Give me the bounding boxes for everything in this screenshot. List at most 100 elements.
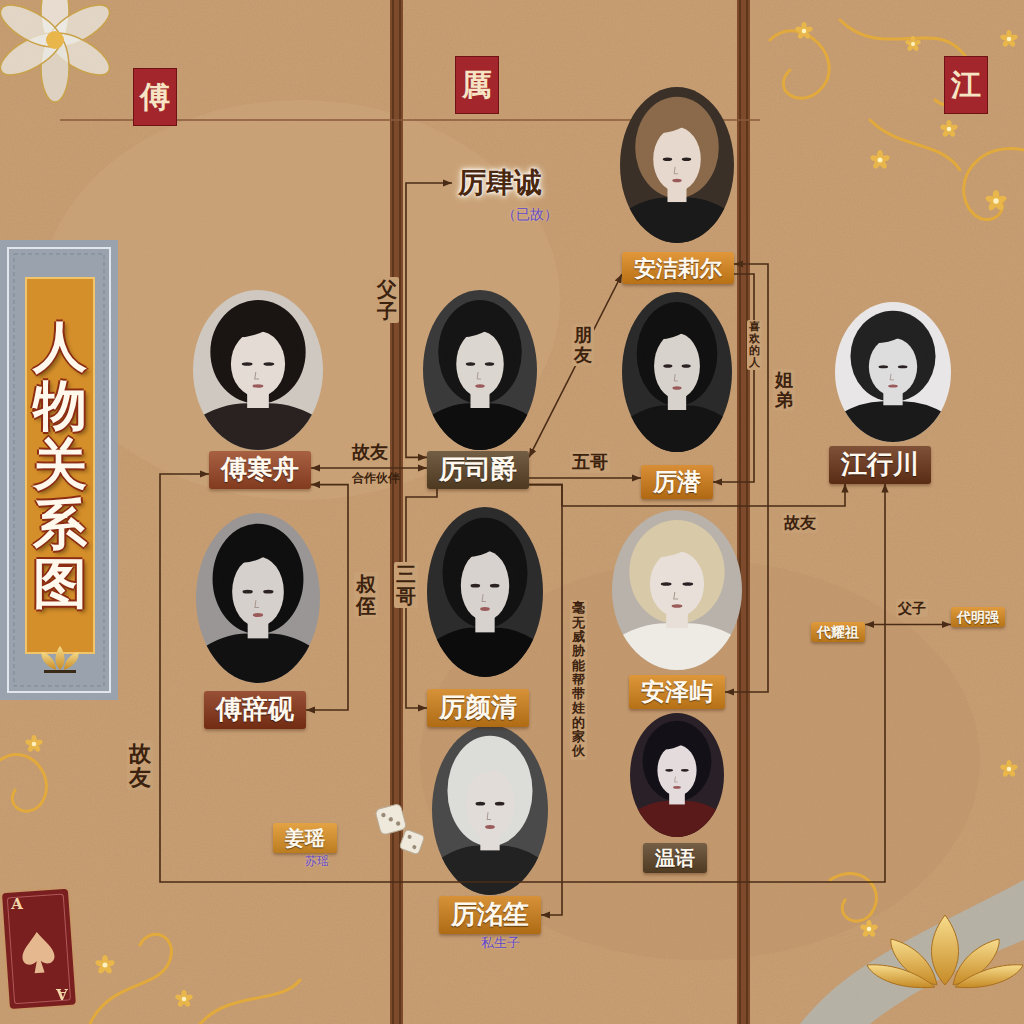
name-note: 私生子 (481, 935, 520, 951)
character-name: 江行川 (841, 449, 919, 480)
title-panel-part (42, 646, 79, 673)
dice (375, 803, 425, 854)
relation-line (306, 485, 348, 710)
relation-label: 叔侄 (354, 572, 378, 618)
relation-line (311, 467, 427, 469)
name-box: 安泽屿 (629, 675, 725, 710)
character-name: 傅寒舟 (221, 454, 299, 485)
name-box: 厉颜清 (427, 689, 529, 726)
relation-line (725, 264, 768, 692)
relation-line (529, 485, 562, 915)
name-box: 傅寒舟 (209, 451, 311, 488)
gold-lotus-part (955, 965, 1023, 988)
gold-lotus (867, 915, 1023, 988)
name-tag: 厉肆诚（已故） (452, 164, 548, 202)
portrait-part (432, 725, 548, 895)
relation-line (406, 183, 452, 457)
character-name: 厉颜清 (439, 692, 517, 723)
portrait-part (620, 87, 734, 243)
title-panel-part (26, 278, 94, 653)
column-divider-part (392, 0, 394, 1024)
gold-filigree-part (90, 934, 171, 1024)
gold-flowers-part (905, 36, 922, 52)
column-divider-part (399, 0, 401, 1024)
relation-label: 故友 (127, 740, 153, 790)
family-header: 江 (944, 56, 988, 114)
gold-flowers-part (985, 190, 1008, 212)
relation-label: 五哥 (570, 451, 610, 474)
title-panel-part-part (64, 652, 78, 670)
name-box: 温语 (643, 843, 707, 873)
dice-part (399, 829, 425, 855)
gold-flowers-part (1000, 30, 1019, 48)
gold-filigree (0, 20, 1024, 1024)
relation-label: 毫无威胁能帮带娃的家伙 (570, 600, 587, 759)
relation-line (865, 624, 951, 626)
title-panel-part-part (42, 652, 56, 670)
portrait-part (622, 292, 732, 452)
relation-label: 喜欢的人 (747, 320, 762, 370)
gold-flowers (25, 22, 1019, 1008)
name-box: 代明强 (951, 607, 1005, 628)
column-divider-part (737, 0, 750, 1024)
character-name: 厉洺笙 (451, 899, 529, 930)
gold-flowers-part (870, 150, 891, 170)
gold-filigree-part (870, 120, 960, 170)
character-name: 厉肆诚 (458, 166, 542, 200)
gold-filigree-part (200, 980, 300, 1024)
portrait-part (427, 507, 543, 677)
dice-part-part (381, 812, 386, 817)
relation-label: 朋友 (572, 324, 594, 366)
character-name: 江 (951, 67, 981, 103)
character-name: 傅 (140, 79, 170, 115)
lotus-flower (0, 0, 116, 102)
gold-flowers-part (860, 920, 879, 938)
gold-lotus-part (932, 915, 959, 985)
portrait (193, 87, 951, 895)
title-panel (0, 240, 118, 700)
gold-flowers-part (25, 735, 44, 753)
name-box: 江行川 (829, 446, 931, 483)
column-divider (60, 0, 760, 1024)
title-panel-part (14, 254, 104, 686)
relation-label: 父子 (896, 599, 928, 617)
character-name: 温语 (655, 846, 695, 870)
character-name: 厉司爵 (439, 454, 517, 485)
character-name: 代耀祖 (817, 624, 859, 641)
dice-part-part (388, 817, 393, 822)
relation-line (160, 474, 885, 882)
name-box: 姜瑶苏瑶 (273, 823, 337, 853)
blue-stream (800, 880, 1024, 1024)
relation-label: 三哥 (394, 562, 418, 608)
character-name: 厲 (462, 67, 492, 103)
character-name: 代明强 (957, 609, 999, 626)
relation-label: 姐弟 (773, 369, 795, 411)
name-box: 厉洺笙私生子 (439, 896, 541, 933)
title-panel-part-part (56, 646, 65, 670)
character-name: 安洁莉尔 (634, 255, 722, 281)
dice-part-part (399, 829, 425, 855)
gold-filigree-part (770, 31, 829, 99)
playing-card-part (7, 894, 70, 1004)
relation-line (713, 274, 754, 482)
lotus-flower-part (0, 0, 67, 55)
relation-line (529, 274, 622, 457)
name-box: 代耀祖 (811, 622, 865, 643)
name-box: 傅辞砚 (204, 691, 306, 728)
relation-label: 故友 (350, 441, 390, 464)
gold-filigree-part (830, 873, 876, 921)
gold-flowers-part (795, 22, 814, 40)
column-divider-part (739, 0, 741, 1024)
chart-title: 人物关系图 (33, 317, 87, 614)
name-note: 苏瑶 (305, 854, 329, 868)
playing-card (1, 888, 77, 1010)
title-panel-part (8, 248, 110, 692)
character-name: 安泽屿 (641, 678, 713, 707)
portrait-part (630, 713, 724, 837)
